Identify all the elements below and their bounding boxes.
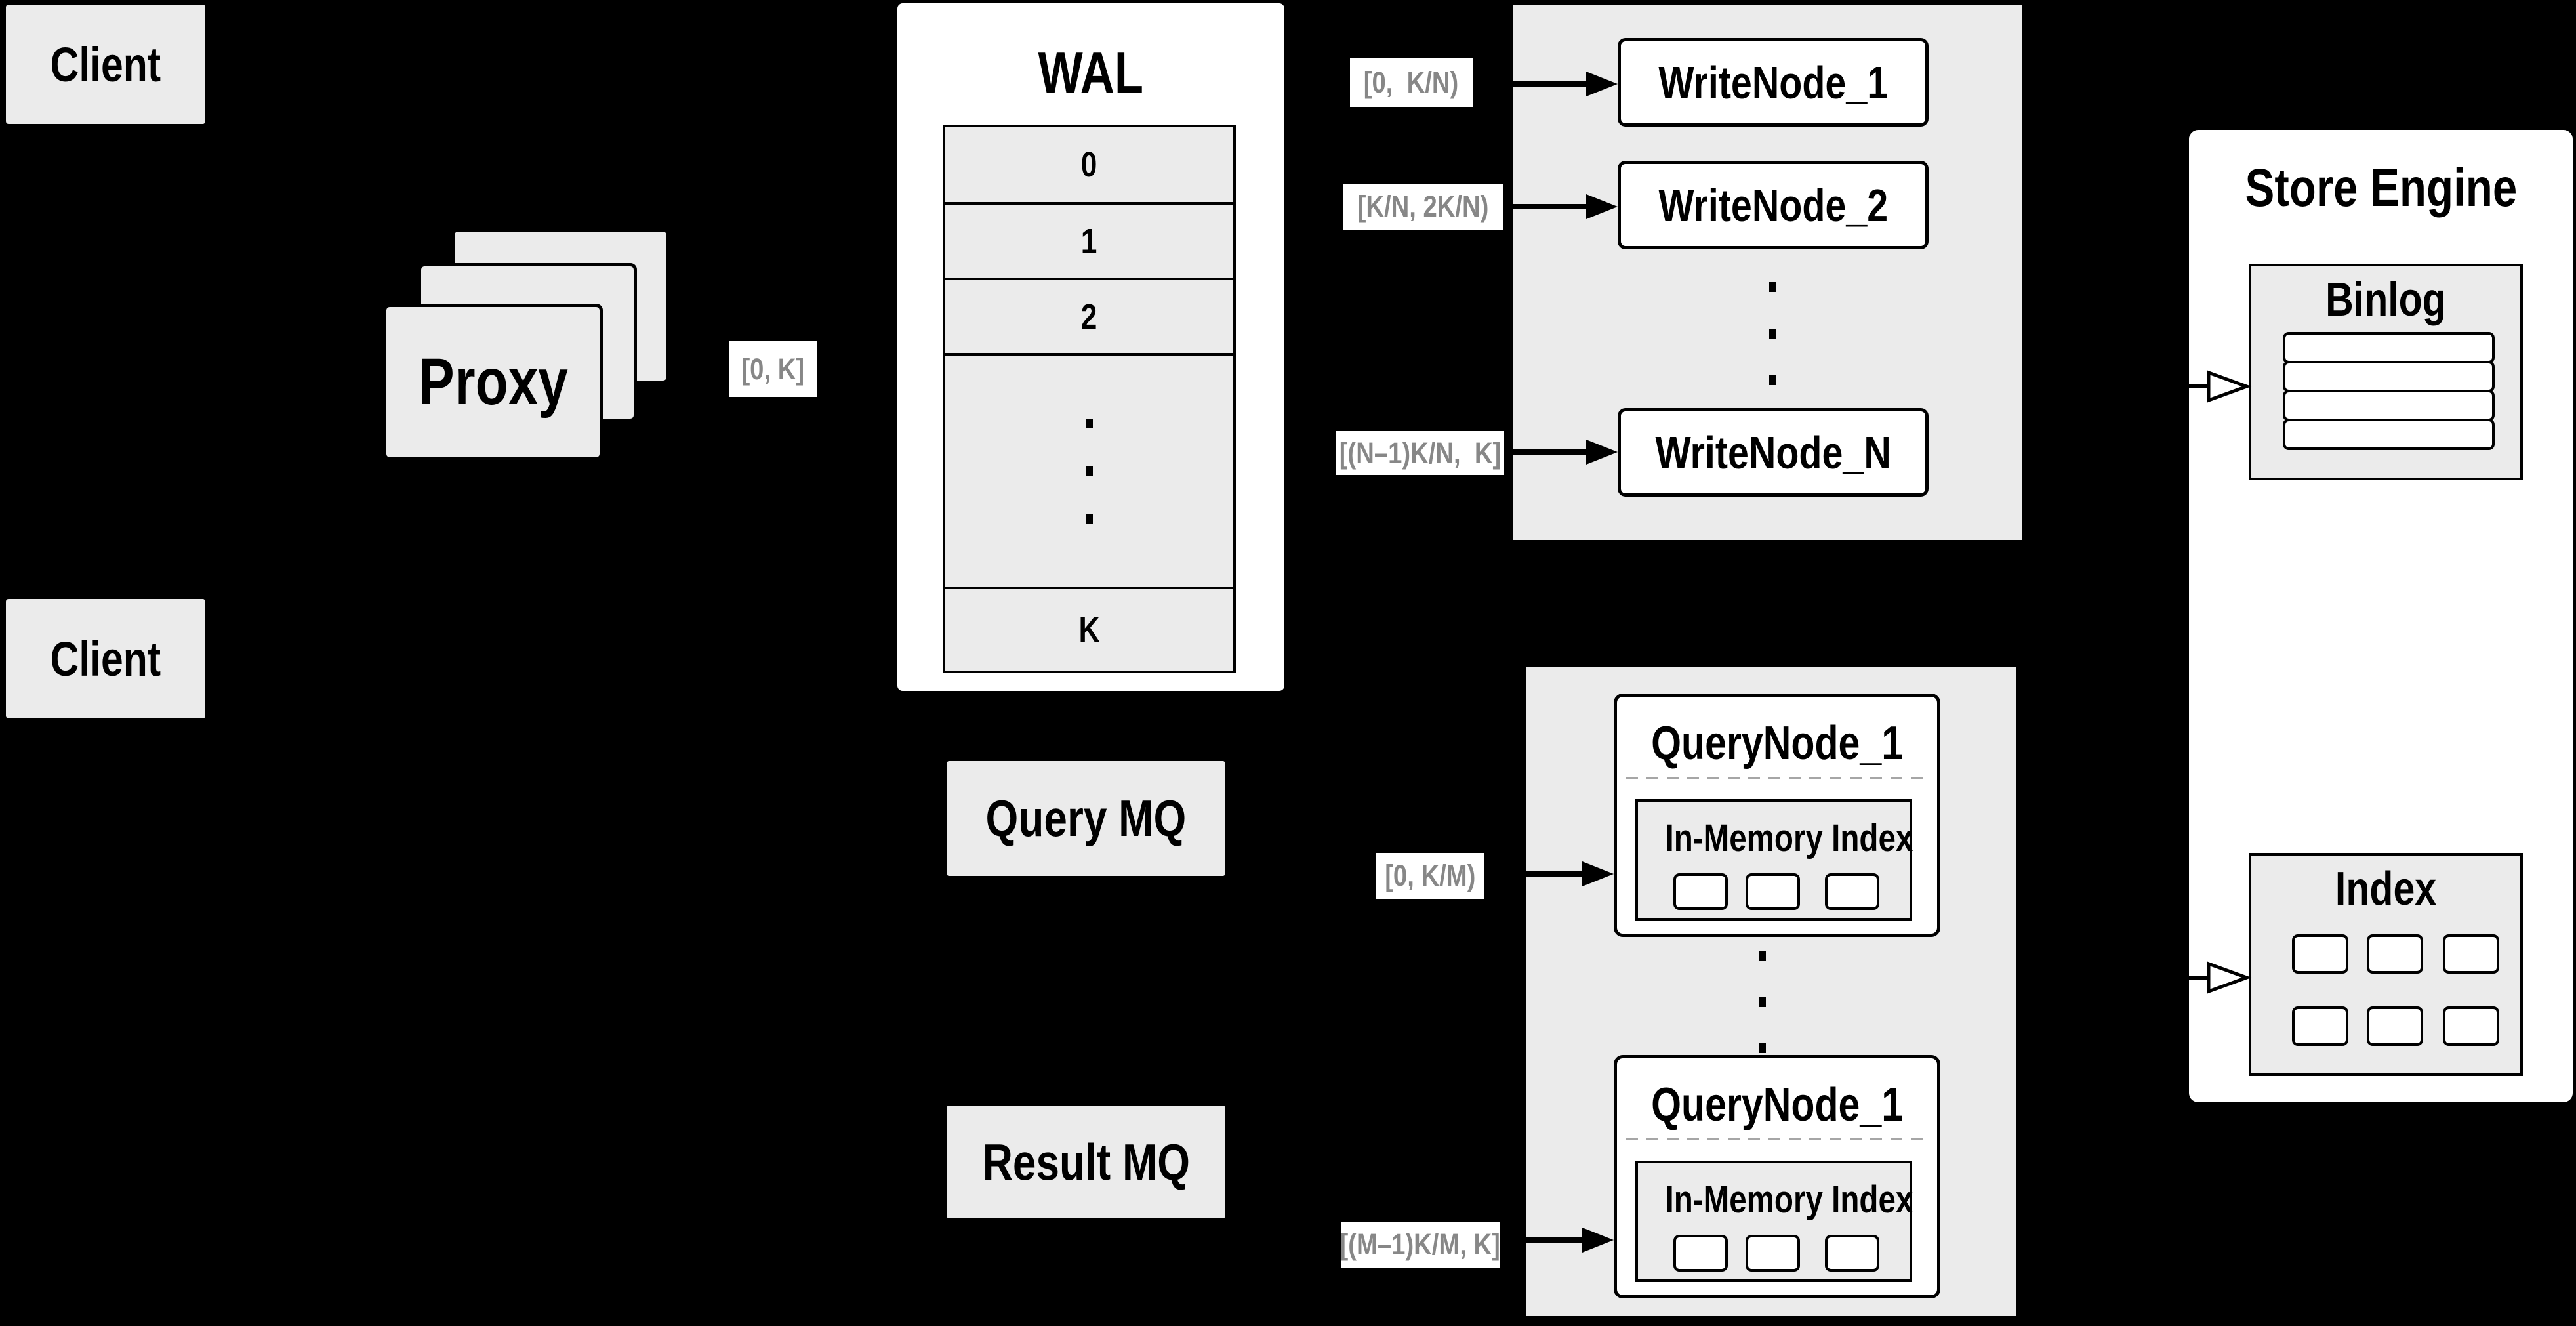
in-memory-index-title-row: In-Memory Index [1638,1178,1913,1222]
in-memory-index-label: In-Memory Index [1665,817,1913,860]
ellipsis-vertical-icon [1759,951,1766,1053]
range-label-query-node-2: [(M–1)K/M, K] [1340,1222,1500,1268]
index-segment-cell [1746,873,1800,910]
dashed-separator [1626,1138,1928,1140]
client-bottom-label: Client [50,631,161,686]
proxy-label: Proxy [418,345,568,419]
index-segment-cell [1673,873,1728,910]
wal-title-row: WAL [897,39,1284,106]
index-box: Index [2249,853,2523,1076]
query-node-2-box: QueryNode_1 In-Memory Index [1614,1055,1940,1298]
in-memory-index-label: In-Memory Index [1665,1178,1913,1221]
result-mq-box: Result MQ [947,1106,1225,1218]
wal-row-0: 0 [1081,145,1097,184]
client-top-label: Client [50,37,161,92]
query-node-1-box: QueryNode_1 In-Memory Index [1614,694,1940,937]
in-memory-index-title-row: In-Memory Index [1638,816,1913,860]
ellipsis-vertical-icon [1086,418,1093,524]
index-segment-cell [1746,1235,1800,1272]
binlog-box: Binlog [2249,264,2523,480]
index-segment-cell [2443,1006,2499,1046]
range-label-proxy-to-wal: [0, K] [729,341,817,397]
index-segment-cell [2292,1006,2348,1046]
in-memory-index-box: In-Memory Index [1635,1161,1913,1282]
result-mq-label: Result MQ [982,1132,1190,1191]
write-node-2-label: WriteNode_2 [1658,179,1888,231]
index-segment-cell [2367,934,2423,974]
store-engine-title: Store Engine [2245,158,2517,218]
query-mq-label: Query MQ [985,789,1187,847]
index-segment-cell [2367,1006,2423,1046]
binlog-title-row: Binlog [2251,273,2520,327]
client-box-bottom: Client [6,599,205,718]
index-segment-cell [2443,934,2499,974]
binlog-segments [2283,332,2495,450]
query-node-2-title-row: QueryNode_1 [1617,1078,1937,1132]
range-label-query-node-1: [0, K/M) [1376,853,1484,899]
query-mq-box: Query MQ [947,761,1225,876]
index-title-row: Index [2251,862,2520,916]
ellipsis-vertical-icon [1769,282,1776,385]
write-node-2-box: WriteNode_2 [1618,161,1929,249]
index-segment-cell [2292,934,2348,974]
query-node-1-label: QueryNode_1 [1651,717,1903,770]
store-engine-title-row: Store Engine [2189,157,2573,219]
binlog-segment [2283,361,2495,392]
range-label-write-node-1: [0, K/N) [1350,58,1473,107]
index-segment-cell [1825,1235,1879,1272]
write-node-n-label: WriteNode_N [1655,426,1891,478]
binlog-segment [2283,390,2495,421]
wal-row-2: 2 [945,278,1233,353]
binlog-title: Binlog [2325,274,2446,326]
client-box-top: Client [6,5,205,124]
range-label-write-node-n: [(N–1)K/N, K] [1336,431,1504,475]
wal-row-k: K [945,587,1233,671]
dashed-separator [1626,777,1928,779]
wal-panel: WAL 0 1 2 K [897,3,1284,691]
store-engine-panel: Store Engine Binlog Index [2189,130,2573,1102]
binlog-segment [2283,419,2495,450]
index-title: Index [2335,863,2437,915]
wal-row-1: 1 [945,202,1233,278]
range-label-write-node-2: [K/N, 2K/N) [1343,184,1503,230]
query-node-1-title-row: QueryNode_1 [1617,716,1937,770]
wal-row-ellipsis [945,353,1233,587]
index-segment-cell [1825,873,1879,910]
write-node-1-label: WriteNode_1 [1658,56,1888,108]
query-node-2-label: QueryNode_1 [1651,1079,1903,1131]
binlog-segment [2283,332,2495,363]
write-node-n-box: WriteNode_N [1618,408,1929,497]
in-memory-index-box: In-Memory Index [1635,799,1913,921]
wal-log-table: 0 1 2 K [943,125,1236,673]
proxy-box: Proxy [383,304,603,461]
wal-title: WAL [1038,40,1144,105]
index-segment-cell [1673,1235,1728,1272]
write-node-1-box: WriteNode_1 [1618,38,1929,127]
